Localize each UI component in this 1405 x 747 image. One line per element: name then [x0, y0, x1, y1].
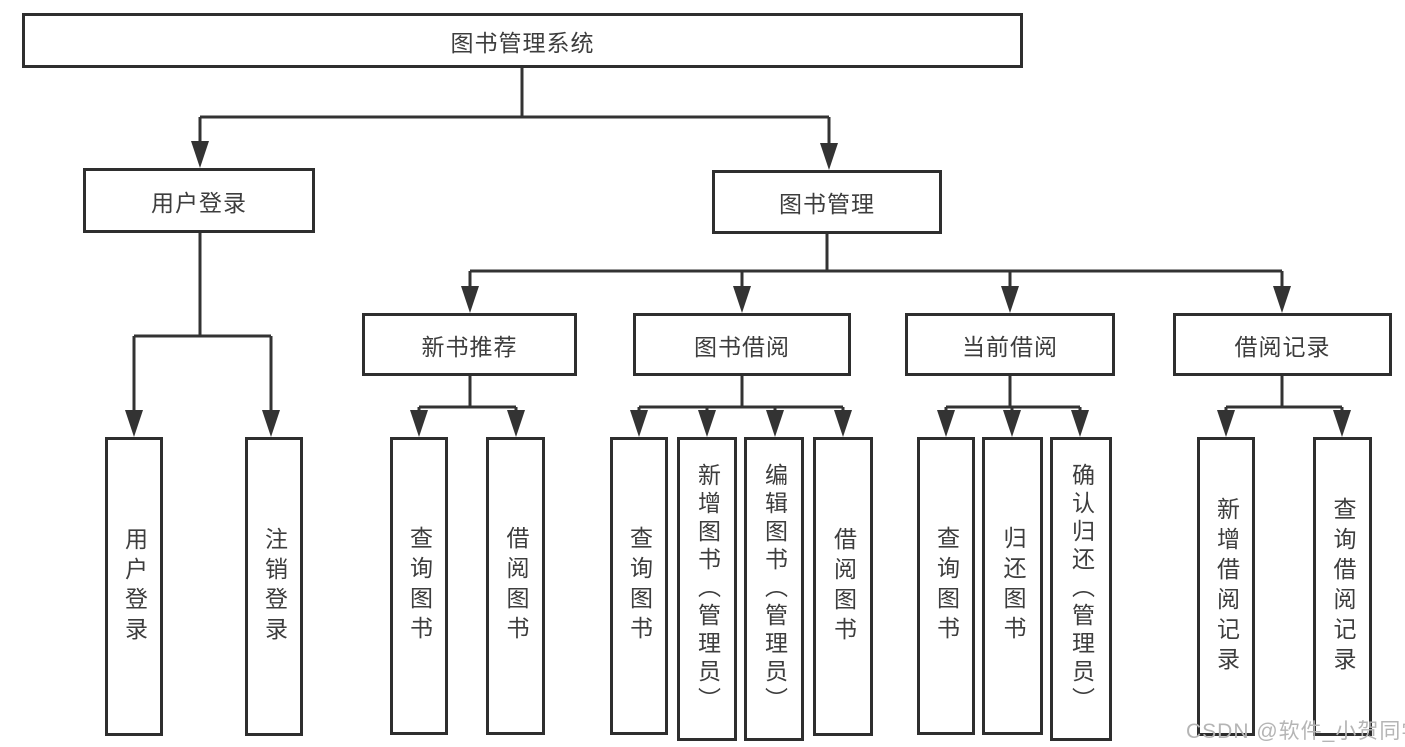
arrowhead: [125, 410, 143, 437]
arrowhead: [507, 410, 525, 437]
node-label: 新增图书（管理员）: [694, 463, 721, 715]
node-label: 用户登录: [121, 526, 148, 647]
leaf-borrow-books: 借阅图书: [813, 437, 873, 736]
leaf-query-books-current: 查询图书: [917, 437, 975, 735]
node-new-book-recommend: 新书推荐: [362, 313, 577, 376]
node-label: 查询图书: [626, 526, 653, 646]
arrowhead: [1003, 410, 1021, 437]
node-label: 新增借阅记录: [1213, 496, 1240, 677]
arrowhead: [1273, 286, 1291, 313]
leaf-user-login: 用户登录: [105, 437, 163, 736]
node-label: 查询图书: [406, 526, 433, 646]
arrowhead: [191, 141, 209, 168]
leaf-confirm-return-admin: 确认归还（管理员）: [1050, 437, 1112, 741]
node-label: 注销登录: [261, 526, 288, 647]
leaf-edit-books-admin: 编辑图书（管理员）: [744, 437, 804, 741]
node-label: 查询图书: [933, 526, 960, 646]
node-user-login: 用户登录: [83, 168, 315, 233]
leaf-return-books: 归还图书: [982, 437, 1043, 735]
arrowhead: [1333, 410, 1351, 437]
node-borrow-records: 借阅记录: [1173, 313, 1392, 376]
leaf-add-books-admin: 新增图书（管理员）: [677, 437, 737, 741]
arrowhead: [1217, 410, 1235, 437]
arrowhead: [766, 410, 784, 437]
watermark: CSDN @软件_小贺同学: [1186, 720, 1405, 743]
node-label: 借阅记录: [1234, 333, 1331, 360]
arrowheads: [125, 141, 1351, 437]
node-label: 归还图书: [1000, 526, 1026, 646]
node-book-management: 图书管理: [712, 170, 942, 234]
node-label: 借阅图书: [503, 526, 529, 646]
arrowhead: [733, 286, 751, 313]
leaf-add-borrow-record: 新增借阅记录: [1197, 437, 1255, 736]
node-label: 编辑图书（管理员）: [761, 463, 788, 715]
node-label: 查询借阅记录: [1330, 496, 1356, 677]
arrowhead: [410, 410, 428, 437]
leaf-query-borrow-record: 查询借阅记录: [1313, 437, 1372, 736]
node-label: 新书推荐: [421, 333, 518, 360]
arrowhead: [698, 410, 716, 437]
node-label: 用户登录: [151, 189, 247, 216]
arrowhead: [937, 410, 955, 437]
connector-path: [132, 68, 1344, 412]
arrowhead: [1071, 410, 1089, 437]
node-label: 图书管理: [779, 191, 875, 217]
node-label: 当前借阅: [962, 333, 1058, 360]
arrowhead: [834, 410, 852, 437]
node-book-borrowing: 图书借阅: [633, 313, 851, 376]
node-label: 确认归还（管理员）: [1068, 463, 1095, 715]
arrowhead: [262, 410, 280, 437]
leaf-query-books-recommend: 查询图书: [390, 437, 448, 735]
node-label: 图书借阅: [694, 333, 790, 360]
leaf-query-books-borrowing: 查询图书: [610, 437, 668, 735]
node-label: 图书管理系统: [450, 29, 595, 56]
node-library-management-system: 图书管理系统: [22, 13, 1023, 68]
arrowhead: [461, 286, 479, 313]
arrowhead: [820, 143, 838, 170]
arrowhead: [630, 410, 648, 437]
arrowhead: [1001, 286, 1019, 313]
node-current-borrowing: 当前借阅: [905, 313, 1115, 376]
leaf-logout: 注销登录: [245, 437, 303, 736]
node-label: 借阅图书: [830, 526, 857, 647]
leaf-borrow-books-recommend: 借阅图书: [486, 437, 545, 735]
